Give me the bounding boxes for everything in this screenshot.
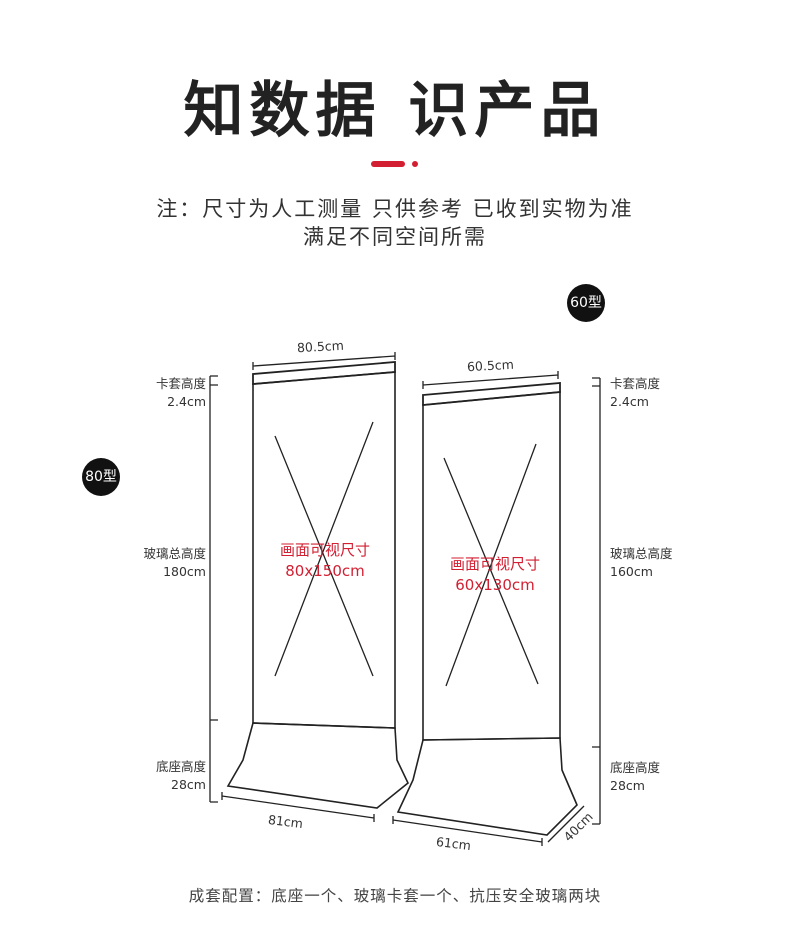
footer-config: 成套配置：底座一个、玻璃卡套一个、抗压安全玻璃两块: [188, 887, 602, 905]
dim-60-top-line: [422, 371, 559, 389]
screen-80-label: 画面可视尺寸: [279, 541, 370, 559]
dim-60-vertical: [592, 377, 601, 825]
badge-model-80: 80型: [82, 458, 120, 496]
glass-80-value: 180cm: [163, 564, 206, 579]
dim-60-bottom-line: [392, 816, 543, 846]
base-60: [396, 737, 578, 836]
base-80: [226, 722, 409, 809]
base-80-label: 底座高度: [155, 759, 206, 774]
screen-60-label: 画面可视尺寸: [449, 555, 540, 573]
title-accent-bar: [371, 161, 405, 167]
glass-60-label: 玻璃总高度: [610, 546, 673, 561]
dim-80-vertical: [209, 375, 218, 803]
sleeve-60-value: 2.4cm: [610, 394, 649, 409]
sleeve-80-label: 卡套高度: [155, 376, 206, 391]
glass-60-value: 160cm: [610, 564, 653, 579]
note-line-2: 满足不同空间所需: [303, 225, 487, 249]
base-60-value: 28cm: [610, 778, 645, 793]
glass-80-label: 玻璃总高度: [143, 546, 206, 561]
page-title: 知数据 识产品: [183, 76, 607, 146]
title-accent-dot: [412, 161, 418, 167]
note-line-1: 注：尺寸为人工测量 只供参考 已收到实物为准: [156, 197, 634, 221]
dim-60-depth-line: [547, 805, 585, 843]
base-60-label: 底座高度: [610, 760, 661, 775]
dim-80-top-line: [252, 352, 396, 370]
badge-model-60: 60型: [567, 284, 605, 322]
screen-80-value: 80x150cm: [285, 562, 365, 580]
screen-60-value: 60x130cm: [455, 576, 535, 594]
sleeve-80-value: 2.4cm: [167, 394, 206, 409]
base-80-value: 28cm: [171, 777, 206, 792]
dim-80-bottom-line: [221, 792, 375, 822]
dim-60-top-width: 60.5cm: [466, 356, 515, 375]
cross-60: [443, 443, 539, 687]
sleeve-60-label: 卡套高度: [610, 376, 661, 391]
cross-80: [274, 421, 374, 677]
dim-80-top-width: 80.5cm: [296, 337, 345, 356]
